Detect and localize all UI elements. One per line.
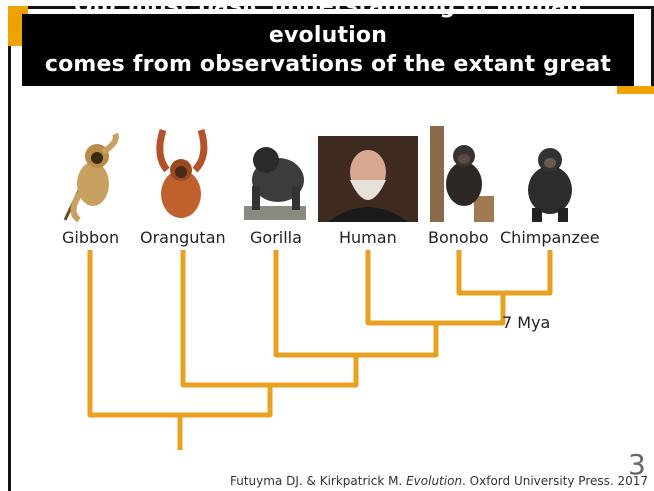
citation-authors: Futuyma DJ. & Kirkpatrick M. bbox=[230, 474, 402, 488]
citation: Futuyma DJ. & Kirkpatrick M. Evolution. … bbox=[230, 474, 648, 488]
branch-human-panin bbox=[368, 250, 503, 323]
citation-rest: . Oxford University Press. 2017 bbox=[462, 474, 648, 488]
divergence-label: 7 Mya bbox=[502, 313, 550, 332]
branch-orangutan-homininae bbox=[183, 250, 356, 385]
branch-bonobo-chimpanzee bbox=[459, 250, 550, 293]
citation-title: Evolution bbox=[406, 474, 462, 488]
branch-gibbon-hominidae bbox=[90, 250, 270, 415]
branch-gorilla-hominini bbox=[276, 250, 436, 355]
